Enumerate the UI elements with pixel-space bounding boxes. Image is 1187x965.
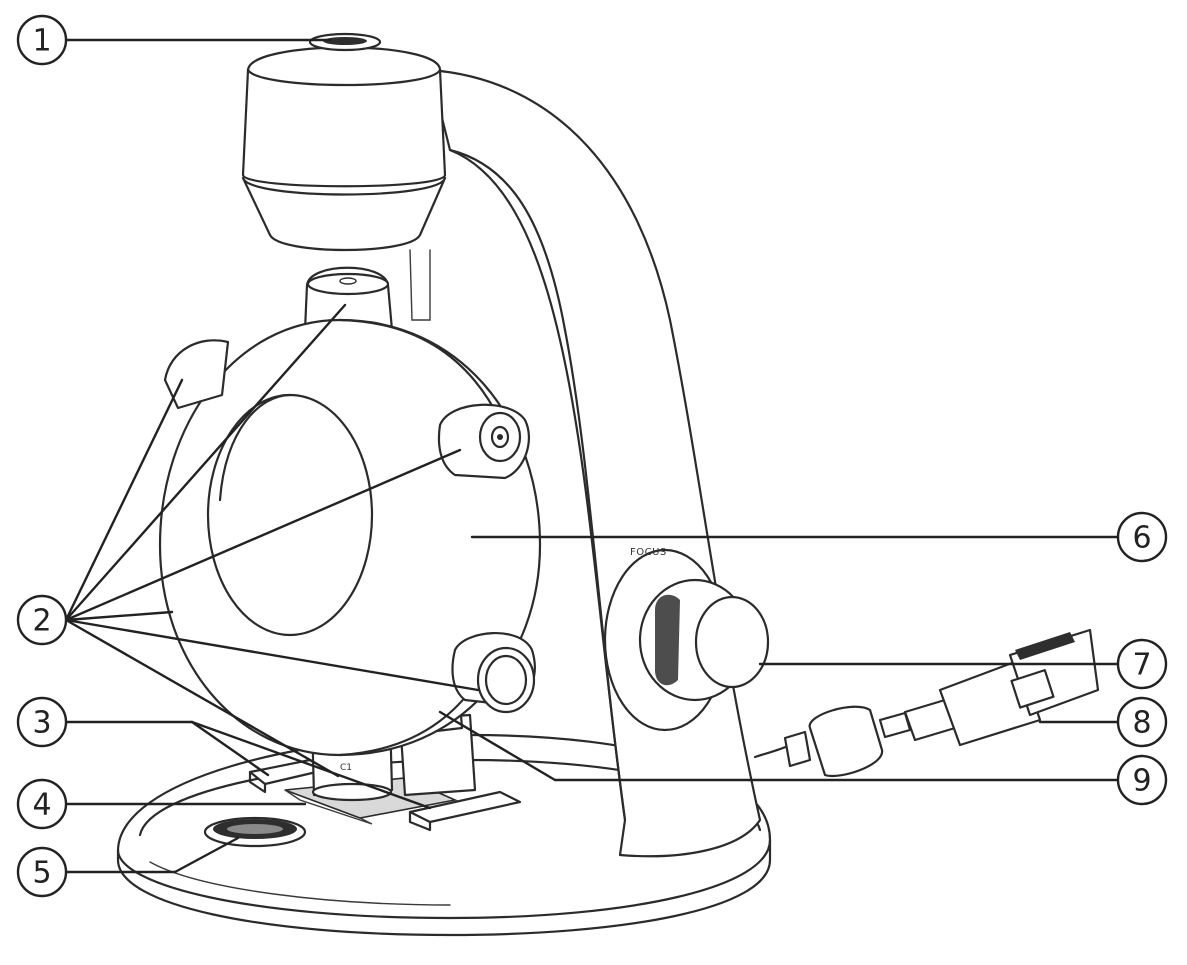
callout-number-7: 7 — [1132, 648, 1151, 683]
usb-cable — [753, 628, 1100, 778]
objective-right-lower — [451, 631, 536, 714]
bottom-light-button — [203, 816, 307, 848]
leader-lines — [64, 38, 1120, 874]
callout-number-8: 8 — [1132, 706, 1151, 741]
callout-6: 6 — [1116, 511, 1168, 563]
callout-7: 7 — [1116, 638, 1168, 690]
focus-label: FOCUS — [630, 547, 667, 558]
callout-9: 9 — [1116, 754, 1168, 806]
camera-head — [241, 32, 447, 252]
callout-1: 1 — [16, 14, 68, 66]
callout-number-6: 6 — [1132, 521, 1151, 556]
callout-number-2: 2 — [32, 604, 51, 639]
stage-clip-right — [408, 790, 522, 832]
focus-knob: FOCUS — [603, 547, 770, 732]
objective-right-upper — [437, 403, 530, 480]
callout-number-1: 1 — [32, 24, 51, 59]
callout-number-3: 3 — [32, 706, 51, 741]
callout-3: 3 — [16, 696, 68, 748]
objective-label-c1: C1 — [340, 763, 352, 773]
callout-5: 5 — [16, 846, 68, 898]
callout-number-9: 9 — [1132, 764, 1151, 799]
callout-number-4: 4 — [32, 788, 51, 823]
callout-4: 4 — [16, 778, 68, 830]
callout-number-5: 5 — [32, 856, 51, 891]
callout-2: 2 — [16, 594, 68, 646]
objective-left — [163, 339, 230, 410]
callout-8: 8 — [1116, 696, 1168, 748]
